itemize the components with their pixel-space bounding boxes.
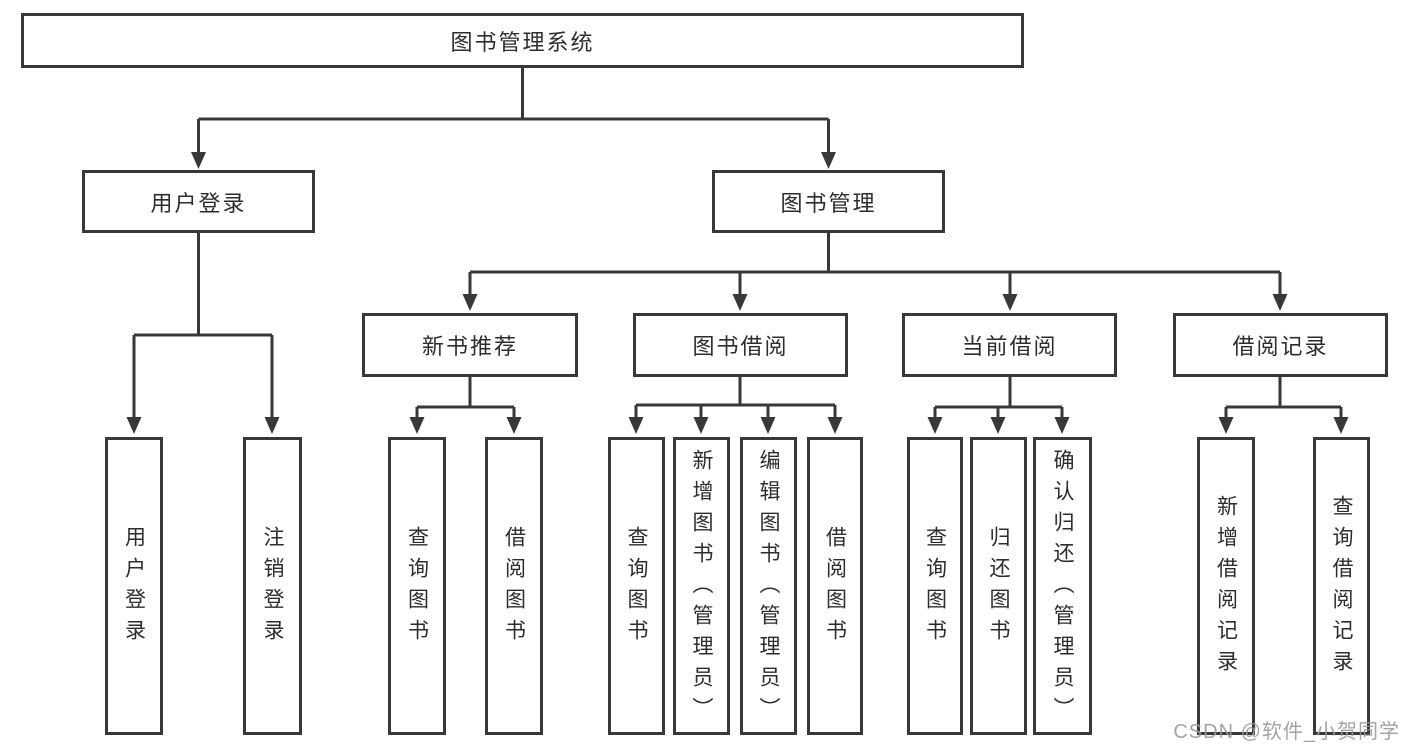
node-leaf-borrow-books: 借阅图书 <box>807 437 863 735</box>
node-book-borrow: 图书借阅 <box>633 313 848 377</box>
node-leaf-newbook-query-books: 查询图书 <box>388 437 446 735</box>
node-leaf-current-query-books: 查询图书 <box>907 437 963 735</box>
node-current-borrow: 当前借阅 <box>902 313 1117 377</box>
node-leaf-edit-books-admin: 编辑图书（管理员） <box>740 437 797 735</box>
node-book-management: 图书管理 <box>712 170 945 233</box>
node-user-login: 用户登录 <box>82 170 315 233</box>
node-leaf-query-borrow-record: 查询借阅记录 <box>1313 437 1370 735</box>
arrowheads <box>126 152 1349 434</box>
node-borrow-records: 借阅记录 <box>1173 313 1388 377</box>
node-root: 图书管理系统 <box>21 13 1024 68</box>
node-leaf-add-books-admin: 新增图书（管理员） <box>673 437 730 735</box>
connector-paths <box>132 67 1343 419</box>
node-leaf-confirm-return-admin: 确认归还（管理员） <box>1033 437 1092 735</box>
watermark-text: CSDN @软件_小贺同学 <box>1173 721 1400 743</box>
node-new-book-recommend: 新书推荐 <box>362 313 578 377</box>
node-leaf-user-login: 用户登录 <box>105 437 163 735</box>
node-leaf-logout: 注销登录 <box>243 437 302 735</box>
node-leaf-newbook-borrow-books: 借阅图书 <box>485 437 543 735</box>
node-leaf-return-books: 归还图书 <box>970 437 1027 735</box>
node-leaf-add-borrow-record: 新增借阅记录 <box>1197 437 1255 735</box>
node-leaf-borrow-query-books: 查询图书 <box>608 437 665 735</box>
